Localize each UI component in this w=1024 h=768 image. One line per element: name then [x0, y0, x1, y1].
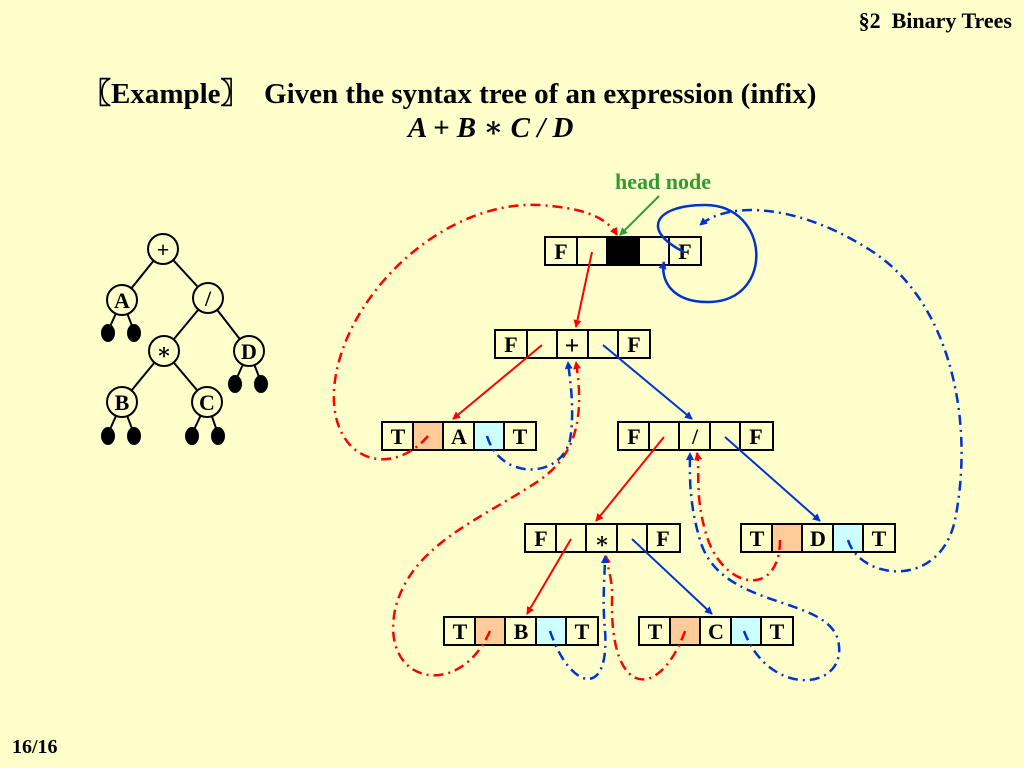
- null-leaf-dot: [254, 375, 268, 393]
- node-plus: [494, 329, 651, 359]
- node-b: [443, 616, 599, 646]
- syntax-tree-labels: + A / ∗ D B C: [114, 237, 257, 415]
- node-head: [544, 236, 702, 266]
- tree-node-label: ∗: [156, 339, 171, 364]
- node-value-label: C: [708, 619, 724, 644]
- right-thread-d: [699, 208, 963, 573]
- node-value-label: D: [810, 526, 826, 551]
- flag-label: T: [770, 619, 785, 644]
- node-value-label: ∗: [594, 528, 609, 553]
- flag-label: F: [627, 424, 640, 449]
- flag-label: F: [554, 239, 567, 264]
- slide-title: 〖Example〗 Given the syntax tree of an ex…: [82, 78, 817, 110]
- flag-label: F: [749, 424, 762, 449]
- thread-field-fills: [413, 237, 863, 645]
- node-c: [638, 616, 794, 646]
- null-leaf-dot: [101, 324, 115, 342]
- section-header: §2 Binary Trees: [858, 8, 1012, 33]
- flag-label: T: [872, 526, 887, 551]
- head-node-pointer: [619, 195, 660, 236]
- tree-node-label: A: [114, 288, 130, 313]
- flag-label: F: [534, 526, 547, 551]
- right-thread-b: [548, 555, 609, 681]
- tree-node-circle: [233, 335, 265, 367]
- null-leaf-dot: [211, 427, 225, 445]
- left-thread-d: [694, 452, 782, 582]
- child-pointers: [452, 251, 821, 615]
- null-leaf-dot: [127, 427, 141, 445]
- null-leaves: [101, 324, 268, 445]
- left-threads: [332, 203, 782, 681]
- left-thread-field: [772, 524, 802, 552]
- flag-label: F: [678, 239, 691, 264]
- node-d: [740, 523, 896, 553]
- tree-node-label: D: [241, 339, 257, 364]
- flag-label: T: [575, 619, 590, 644]
- node-value-label: +: [565, 331, 580, 360]
- flag-label: T: [750, 526, 765, 551]
- tree-node-label: B: [115, 390, 130, 415]
- left-thread-c: [603, 555, 687, 681]
- null-leaf-dot: [185, 427, 199, 445]
- left-child-pointer: [452, 344, 543, 420]
- node-mul: [524, 523, 681, 553]
- right-thread-a: [485, 361, 574, 471]
- expression: A + B ∗ C / D: [408, 112, 574, 144]
- node-div: [617, 421, 774, 451]
- tree-node-circle: [147, 233, 179, 265]
- left-thread-a: [332, 203, 619, 461]
- left-thread-b: [392, 361, 582, 677]
- head-self-loop: [656, 203, 758, 304]
- node-value-label: B: [514, 619, 529, 644]
- right-child-pointer: [631, 538, 713, 615]
- head-node-label: head node: [615, 169, 711, 194]
- right-threads: [485, 208, 963, 682]
- left-child-pointer: [526, 538, 572, 615]
- threaded-node-labels: F F F + F T A T F / F F ∗ F T D T T B T …: [391, 239, 887, 644]
- flag-label: T: [648, 619, 663, 644]
- tree-node-circle: [106, 284, 138, 316]
- null-leaf-dot: [101, 427, 115, 445]
- syntax-tree-nodes: [106, 233, 265, 418]
- null-leaf-dot: [127, 324, 141, 342]
- flag-label: F: [504, 332, 517, 357]
- tree-node-circle: [106, 386, 138, 418]
- right-thread-field: [833, 524, 863, 552]
- tree-node-label: +: [157, 237, 170, 262]
- left-child-pointer: [573, 251, 593, 328]
- left-child-pointer: [595, 436, 665, 522]
- flag-label: T: [391, 424, 406, 449]
- tree-node-circle: [191, 386, 223, 418]
- right-thread-field: [731, 617, 761, 645]
- node-value-label: /: [691, 424, 699, 449]
- tree-node-label: C: [199, 390, 215, 415]
- threaded-node-outlines: [381, 236, 896, 646]
- null-leaf-dot: [228, 375, 242, 393]
- right-child-pointer: [602, 344, 693, 420]
- tree-node-circle: [192, 282, 224, 314]
- head-node-data-field: [607, 237, 639, 265]
- right-thread-field: [474, 422, 504, 450]
- node-a: [381, 421, 537, 451]
- flag-label: T: [453, 619, 468, 644]
- right-thread-c: [685, 452, 841, 682]
- right-child-pointer: [724, 436, 821, 522]
- tree-node-label: /: [204, 286, 212, 311]
- flag-label: F: [627, 332, 640, 357]
- tree-node-circle: [148, 335, 180, 367]
- node-value-label: A: [451, 424, 467, 449]
- flag-label: F: [656, 526, 669, 551]
- flag-label: T: [513, 424, 528, 449]
- page-number: 16/16: [12, 736, 58, 758]
